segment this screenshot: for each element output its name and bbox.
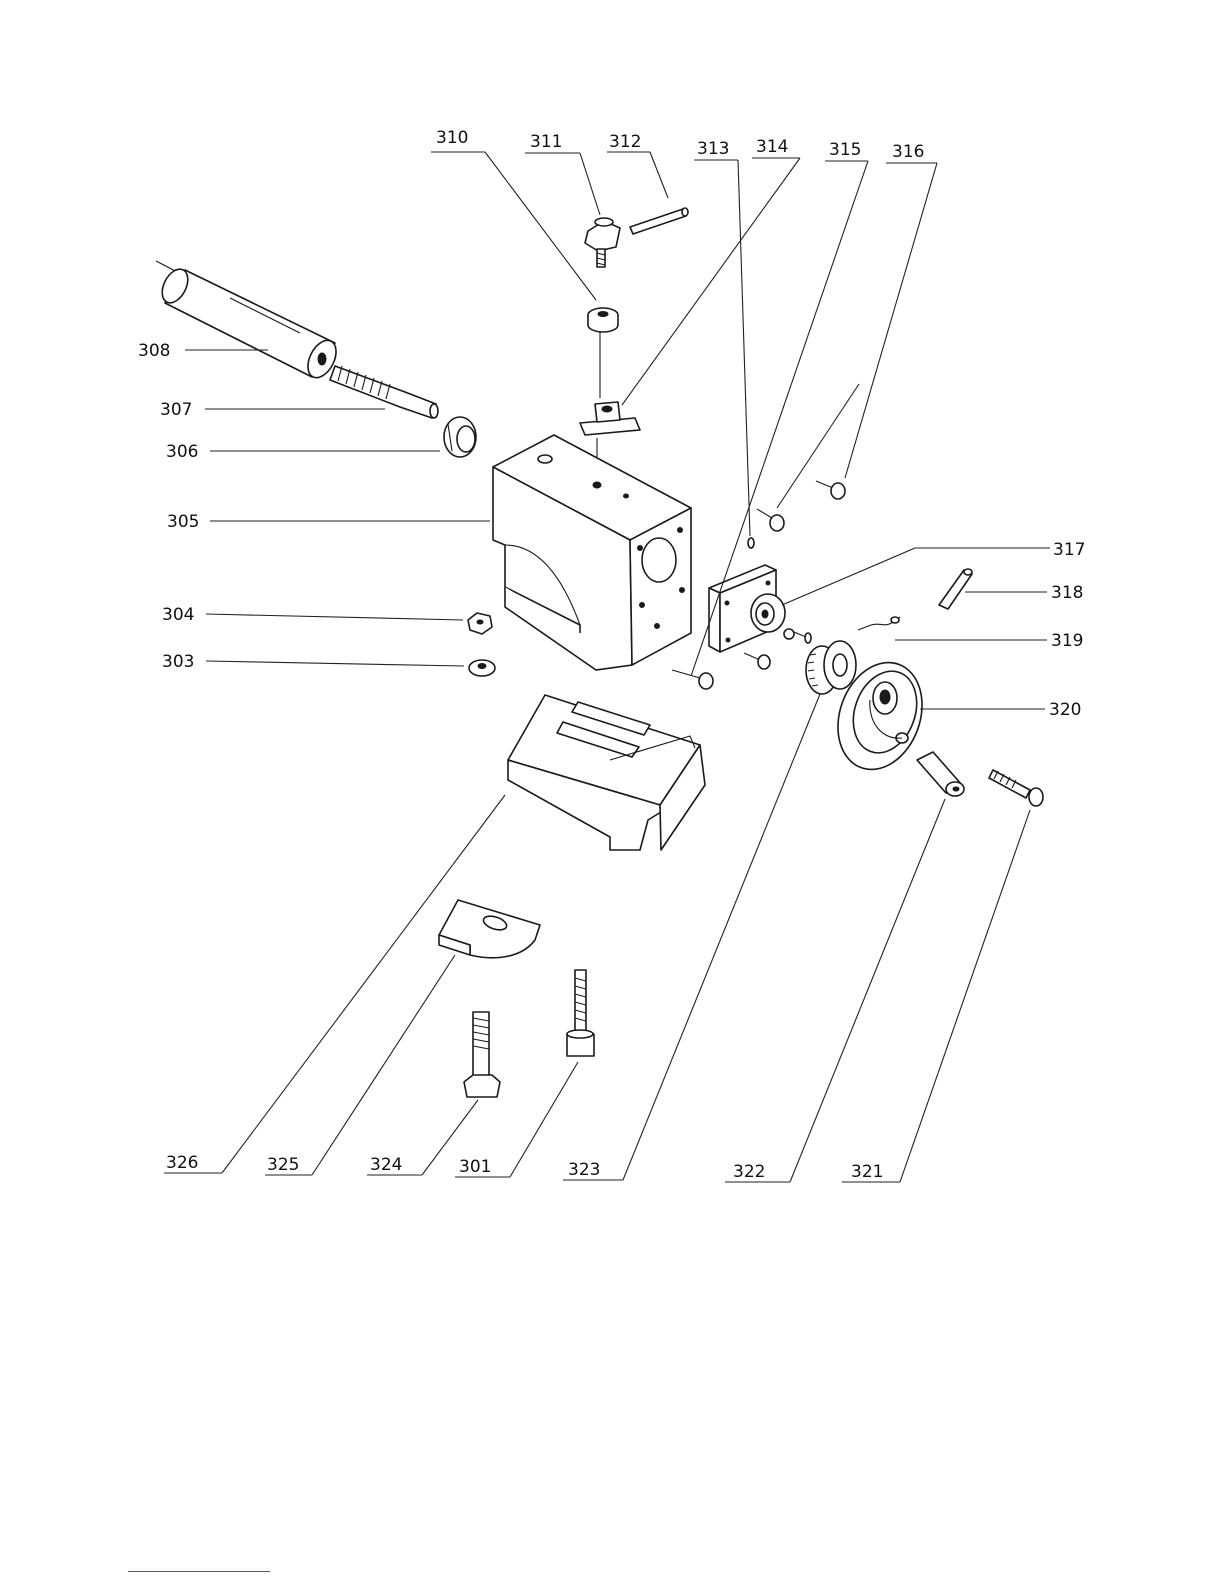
part-301-cap-screw <box>567 970 594 1056</box>
part-323-dial-collar <box>806 641 856 694</box>
part-315-bolt-a <box>757 509 784 531</box>
footer-rule <box>128 1571 270 1572</box>
part-324-hex-bolt <box>464 1012 500 1097</box>
callout-322: 322 <box>733 1162 765 1182</box>
part-319-clip <box>858 617 900 630</box>
part-318-handle <box>939 569 972 609</box>
part-bolt-d <box>744 653 770 669</box>
part-308-quill <box>156 261 342 382</box>
callout-314: 314 <box>756 137 788 157</box>
callout-315: 315 <box>829 140 861 160</box>
callout-317: 317 <box>1053 540 1085 560</box>
callout-316: 316 <box>892 142 924 162</box>
callout-324: 324 <box>370 1155 402 1175</box>
part-307-lead-screw <box>330 366 438 418</box>
part-stud <box>784 629 811 643</box>
callout-310: 310 <box>436 128 468 148</box>
callout-313: 313 <box>697 139 729 159</box>
callout-325: 325 <box>267 1155 299 1175</box>
callout-308: 308 <box>138 341 170 361</box>
callout-323: 323 <box>568 1160 600 1180</box>
part-310-washer <box>588 308 618 398</box>
callout-321: 321 <box>851 1162 883 1182</box>
part-306-nut <box>444 417 476 457</box>
callout-312: 312 <box>609 132 641 152</box>
callout-318: 318 <box>1051 583 1083 603</box>
callout-305: 305 <box>167 512 199 532</box>
part-313-small-pin <box>748 538 754 548</box>
part-305-tailstock-body <box>493 435 691 670</box>
callout-303: 303 <box>162 652 194 672</box>
part-316-bolt-b <box>816 481 845 499</box>
callout-326: 326 <box>166 1153 198 1173</box>
part-321-bolt <box>989 770 1043 806</box>
callout-307: 307 <box>160 400 192 420</box>
part-322-handle-grip <box>917 752 964 796</box>
part-312-pin <box>630 208 688 234</box>
callout-319: 319 <box>1051 631 1083 651</box>
callout-301: 301 <box>459 1157 491 1177</box>
callout-311: 311 <box>530 132 562 152</box>
part-311-clamp-lever <box>585 218 620 267</box>
callout-320: 320 <box>1049 700 1081 720</box>
part-304-hex-nut <box>468 613 492 634</box>
callout-304: 304 <box>162 605 194 625</box>
callout-306: 306 <box>166 442 198 462</box>
part-303-washer <box>469 660 495 676</box>
part-325-clamp-plate <box>439 900 540 958</box>
part-326-base <box>508 695 705 850</box>
part-317-flange-bracket <box>709 565 785 652</box>
